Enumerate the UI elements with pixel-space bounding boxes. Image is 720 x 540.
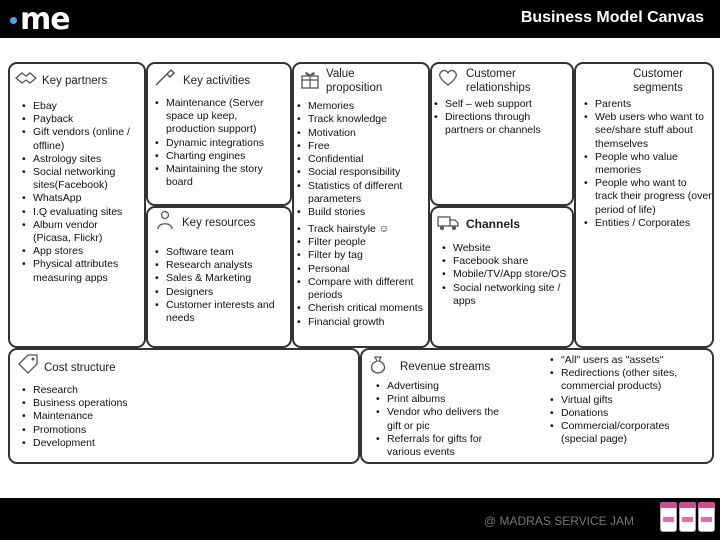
key-resources-heading: Key resources — [182, 217, 256, 229]
list-item: Build stories — [297, 206, 425, 220]
list-item: Referrals for gifts for various events — [376, 433, 500, 459]
logo-text: me — [20, 2, 71, 37]
list-item: Statistics of different parameters — [297, 180, 425, 207]
heart-icon — [439, 69, 457, 86]
value-proposition-list: Memories Track knowledge Motivation Free… — [297, 100, 425, 329]
list-item: Maintenance — [22, 410, 222, 423]
price-tag-icon — [18, 354, 38, 374]
list-item: Entities / Corporates — [584, 217, 712, 230]
worker-icon — [157, 210, 173, 230]
cost-structure-list: Research Business operations Maintenance… — [22, 384, 222, 450]
key-activities-list: Maintenance (Server space up keep, produ… — [155, 97, 281, 189]
list-item: Gift vendors (online / offline) — [22, 126, 134, 152]
money-bag-icon — [370, 356, 386, 374]
jam-jar-icon — [660, 502, 677, 532]
list-item: Payback — [22, 113, 134, 126]
list-item: Financial growth — [297, 316, 425, 330]
customer-relationships-heading: Customer relationships — [466, 68, 531, 94]
list-item: Social networking site / apps — [442, 282, 570, 308]
list-item: Parents — [584, 98, 712, 111]
list-item: Track knowledge — [297, 113, 425, 127]
list-item: I.Q evaluating sites — [22, 206, 134, 219]
list-item: Maintenance (Server space up keep, produ… — [155, 97, 281, 137]
footer-credit: @ MADRAS SERVICE JAM — [484, 514, 634, 528]
gift-icon — [301, 72, 319, 89]
canvas-area: Key partners Ebay Payback Gift vendors (… — [0, 38, 720, 498]
customer-segments-heading: Customer segments — [633, 68, 683, 94]
customer-relationships-list: Self – web support Directions through pa… — [434, 98, 570, 138]
list-item: People who value memories — [584, 151, 712, 177]
list-item: People who want to track their progress … — [584, 177, 712, 217]
list-item: Donations — [550, 407, 690, 420]
list-item: Promotions — [22, 424, 222, 437]
list-item: Physical attributes measuring apps — [22, 258, 134, 284]
list-item: Charting engines — [155, 150, 281, 163]
wrench-icon — [155, 68, 176, 86]
list-item: Cherish critical moments — [297, 302, 425, 316]
list-item: Software team — [155, 246, 287, 259]
list-item: Virtual gifts — [550, 394, 690, 407]
list-item: Print albums — [376, 393, 500, 406]
page-title: Business Model Canvas — [520, 9, 704, 26]
revenue-streams-list: Advertising Print albums Vendor who deli… — [376, 380, 500, 459]
key-resources-list: Software team Research analysts Sales & … — [155, 246, 287, 325]
key-partners-list: Ebay Payback Gift vendors (online / offl… — [22, 100, 134, 285]
list-item: Confidential — [297, 153, 425, 167]
list-item: App stores — [22, 245, 134, 258]
key-partners-heading: Key partners — [42, 75, 108, 87]
list-item: Self – web support — [434, 98, 570, 111]
list-item: Commercial/corporates (special page) — [550, 420, 690, 446]
list-item: Customer interests and needs — [155, 299, 287, 325]
list-item: "All" users as "assets" — [550, 354, 690, 367]
list-item: Compare with different periods — [297, 276, 425, 303]
list-item: Sales & Marketing — [155, 272, 287, 285]
list-item: Web users who want to see/share stuff ab… — [584, 111, 712, 151]
list-item: Album vendor (Picasa, Flickr) — [22, 219, 134, 245]
truck-icon — [437, 216, 459, 230]
list-item: Designers — [155, 286, 287, 299]
list-item: Advertising — [376, 380, 500, 393]
cost-structure-heading: Cost structure — [44, 362, 116, 374]
list-item: Free — [297, 140, 425, 154]
list-item: Research — [22, 384, 222, 397]
handshake-icon — [14, 72, 38, 84]
list-item: Directions through partners or channels — [434, 111, 570, 137]
list-item: Facebook share — [442, 255, 570, 268]
list-item: Social networking sites(Facebook) — [22, 166, 134, 192]
list-item: Redirections (other sites, commercial pr… — [550, 367, 690, 393]
value-proposition-heading: Value proposition — [326, 68, 383, 94]
list-item: Business operations — [22, 397, 222, 410]
customer-segments-list: Parents Web users who want to see/share … — [584, 98, 712, 230]
list-item: Research analysts — [155, 259, 287, 272]
channels-heading: Channels — [466, 217, 521, 231]
revenue-streams-heading: Revenue streams — [400, 361, 491, 373]
jam-jar-icon — [698, 502, 715, 532]
me-logo: me — [10, 2, 71, 37]
jam-jar-icon — [679, 502, 696, 532]
list-item: Social responsibility — [297, 166, 425, 180]
channels-list: Website Facebook share Mobile/TV/App sto… — [442, 242, 570, 308]
list-item: Website — [442, 242, 570, 255]
list-item: Ebay — [22, 100, 134, 113]
list-item: Personal — [297, 263, 425, 277]
revenue-segments-list: "All" users as "assets" Redirections (ot… — [550, 354, 690, 446]
list-item: Dynamic integrations — [155, 137, 281, 150]
key-activities-heading: Key activities — [183, 75, 251, 87]
list-item: Memories — [297, 100, 425, 114]
list-item: Astrology sites — [22, 153, 134, 166]
list-item: Track hairstyle ☺ — [297, 223, 425, 237]
list-item: Filter by tag — [297, 249, 425, 263]
list-item: Mobile/TV/App store/OS — [442, 268, 570, 281]
top-bar: me Business Model Canvas — [0, 0, 720, 38]
list-item: Filter people — [297, 236, 425, 250]
list-item: Motivation — [297, 127, 425, 141]
list-item: Maintaining the story board — [155, 163, 281, 189]
list-item: Development — [22, 437, 222, 450]
list-item: WhatsApp — [22, 192, 134, 205]
footer-bar — [0, 498, 720, 540]
list-item: Vendor who delivers the gift or pic — [376, 406, 500, 432]
